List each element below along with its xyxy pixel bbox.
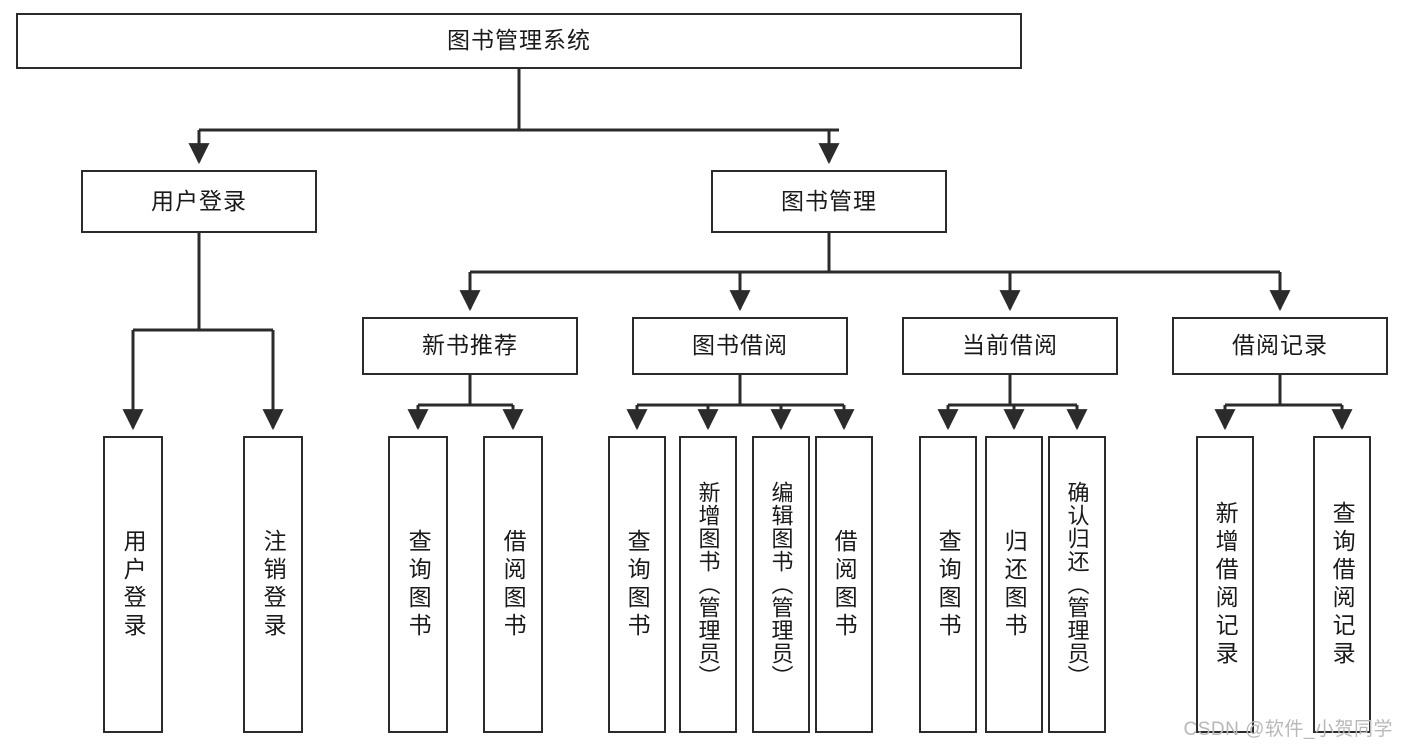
node-leaf-borrow-book-1: 借阅图书 (483, 436, 543, 733)
node-leaf-confirm-return-admin: 确认归还（管理员） (1048, 436, 1106, 733)
node-label-leaf-query-book-2: 查询图书 (624, 528, 651, 641)
node-leaf-add-book-admin: 新增图书（管理员） (679, 436, 737, 733)
watermark-text: CSDN @软件_小贺同学 (1183, 719, 1393, 740)
node-leaf-query-book-2: 查询图书 (608, 436, 666, 733)
node-label-leaf-user-logout: 注销登录 (260, 528, 287, 641)
node-label-leaf-confirm-return-admin: 确认归还（管理员） (1064, 481, 1090, 688)
node-label-leaf-borrow-book-1: 借阅图书 (500, 528, 527, 641)
node-new-book-recommend: 新书推荐 (362, 317, 578, 375)
node-leaf-borrow-book-2: 借阅图书 (815, 436, 873, 733)
node-leaf-user-login: 用户登录 (103, 436, 163, 733)
node-label-borrow-record: 借阅记录 (1232, 332, 1328, 359)
node-root: 图书管理系统 (16, 13, 1022, 69)
node-label-leaf-query-book-1: 查询图书 (405, 528, 432, 641)
node-leaf-edit-book-admin: 编辑图书（管理员） (752, 436, 810, 733)
node-user-login: 用户登录 (81, 170, 317, 233)
node-label-leaf-edit-book-admin: 编辑图书（管理员） (768, 481, 794, 688)
node-label-book-manage: 图书管理 (781, 187, 877, 214)
node-leaf-query-book-1: 查询图书 (388, 436, 448, 733)
node-label-leaf-query-borrow-record: 查询借阅记录 (1329, 500, 1356, 669)
node-leaf-return-book: 归还图书 (985, 436, 1043, 733)
node-label-new-book-recommend: 新书推荐 (422, 332, 518, 359)
node-label-leaf-return-book: 归还图书 (1001, 528, 1028, 641)
node-book-manage: 图书管理 (711, 170, 947, 233)
node-leaf-add-borrow-record: 新增借阅记录 (1196, 436, 1254, 733)
node-label-leaf-query-book-3: 查询图书 (935, 528, 962, 641)
node-label-leaf-add-borrow-record: 新增借阅记录 (1212, 500, 1239, 669)
node-label-leaf-add-book-admin: 新增图书（管理员） (695, 481, 721, 688)
node-label-book-borrow: 图书借阅 (692, 332, 788, 359)
node-leaf-user-logout: 注销登录 (243, 436, 303, 733)
node-label-leaf-borrow-book-2: 借阅图书 (831, 528, 858, 641)
node-book-borrow: 图书借阅 (632, 317, 848, 375)
node-current-borrow: 当前借阅 (902, 317, 1118, 375)
node-label-root: 图书管理系统 (447, 27, 591, 54)
node-leaf-query-book-3: 查询图书 (919, 436, 977, 733)
node-borrow-record: 借阅记录 (1172, 317, 1388, 375)
node-label-current-borrow: 当前借阅 (962, 332, 1058, 359)
node-leaf-query-borrow-record: 查询借阅记录 (1313, 436, 1371, 733)
node-label-user-login: 用户登录 (151, 187, 247, 214)
node-label-leaf-user-login: 用户登录 (120, 528, 147, 641)
